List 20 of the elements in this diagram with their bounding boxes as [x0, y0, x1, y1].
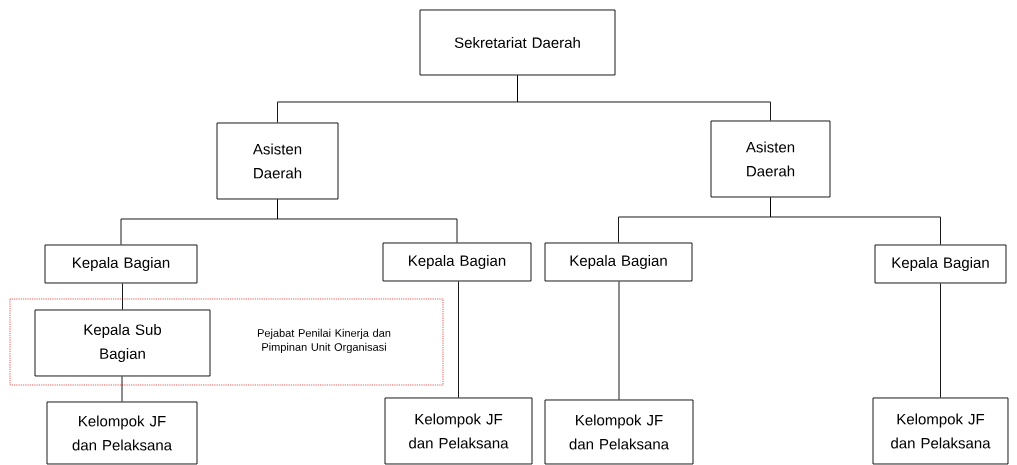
connector-line — [121, 376, 123, 402]
connector-line — [458, 281, 459, 398]
connector-line — [277, 199, 458, 243]
connector-line — [517, 75, 771, 121]
connector-line — [618, 281, 620, 400]
org-box: Asisten Daerah — [216, 122, 339, 200]
org-box: Kelompok JF dan Pelaksana — [384, 397, 533, 465]
org-box: Kelompok JF dan Pelaksana — [872, 397, 1009, 465]
connector-line — [770, 197, 941, 245]
org-box: Kepala Bagian — [874, 244, 1007, 284]
org-box: Kepala Bagian — [382, 242, 532, 282]
org-box: Kelompok JF dan Pelaksana — [46, 401, 198, 465]
connector-line — [122, 283, 123, 310]
org-box: Kelompok JF dan Pelaksana — [544, 399, 694, 465]
org-box: Sekretariat Daerah — [419, 9, 616, 76]
connector-line — [940, 283, 941, 398]
org-box: Kepala Bagian — [44, 244, 198, 284]
org-box: Kepala Bagian — [544, 242, 693, 282]
org-box: Kepala Sub Bagian — [34, 309, 211, 377]
org-box: Asisten Daerah — [710, 120, 831, 198]
